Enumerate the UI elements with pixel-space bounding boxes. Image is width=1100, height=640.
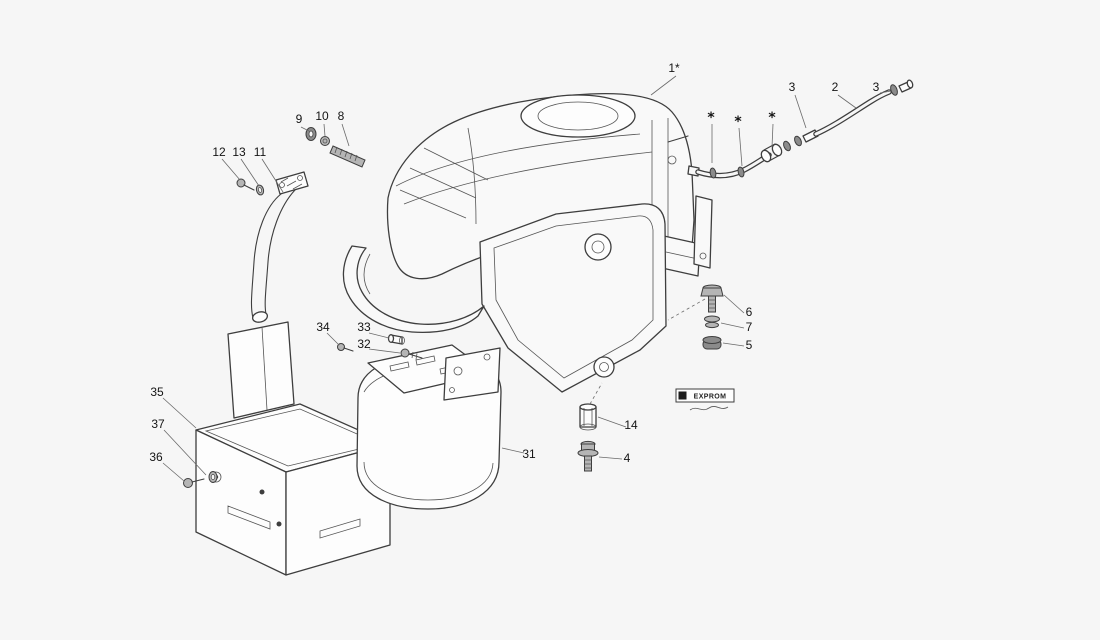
part-label-9: 9: [296, 112, 303, 126]
part-label-36: 36: [149, 450, 163, 464]
nut-5: [702, 336, 722, 350]
bolt-6: [700, 284, 724, 313]
spacer-33: [387, 334, 405, 345]
part-label-13: 13: [232, 145, 246, 159]
hose-end-fitting: [898, 79, 914, 93]
star-marker-3: *: [768, 110, 776, 126]
pipe-end: [251, 311, 269, 323]
washer-37: [208, 471, 218, 483]
part-label-14: 14: [624, 418, 638, 432]
part-label-37: 37: [151, 417, 165, 431]
fuel-filter: [760, 143, 783, 163]
pipe-inner-wall: [264, 189, 296, 315]
oil-fill-cap: [584, 233, 612, 261]
washer-ring-b: [794, 135, 802, 147]
pipe-flange: [275, 171, 309, 195]
housing-seam-lines: [395, 127, 653, 225]
box-front-slot: [227, 505, 271, 530]
part-label-8: 8: [338, 109, 345, 123]
brand-text: EXPROM: [694, 394, 727, 401]
part-label-7: 7: [746, 320, 753, 334]
part-label-10: 10: [315, 109, 329, 123]
hose-clamp-a: [709, 167, 717, 179]
hose-end-clamp: [890, 84, 898, 96]
exhaust-pipe: [250, 171, 309, 323]
part-label-35: 35: [150, 385, 164, 399]
hose-clamp-b: [737, 166, 745, 178]
mount-bracket-right: [693, 195, 713, 269]
washer-ring-a: [783, 140, 791, 152]
signature-squiggle: [689, 406, 729, 411]
part-label-3-left: 3: [789, 80, 796, 94]
leader-lines: [162, 75, 892, 482]
carburetor: [661, 165, 701, 277]
part-label-2: 2: [832, 80, 839, 94]
part-label-4: 4: [624, 451, 631, 465]
brand-stamp: EXPROM: [675, 388, 735, 411]
bolt-32: [400, 348, 423, 360]
bolt-6-alignment-line: [667, 298, 706, 321]
pipe-outer-wall: [250, 193, 282, 319]
part-label-11: 11: [254, 145, 267, 159]
stud-8: [329, 145, 366, 168]
engine: [342, 92, 713, 393]
part-label-12: 12: [212, 145, 226, 159]
part-label-1: 1*: [668, 61, 680, 75]
fuel-hose-assembly: [695, 79, 914, 179]
part-labels: 1* 3 2 3 9 10 8 12 13 11 34 33 32 35 37 …: [149, 61, 879, 465]
part-label-6: 6: [746, 305, 753, 319]
grommet-9: [305, 127, 317, 141]
heat-shield-flap: [227, 321, 295, 419]
cylinder-block: [479, 203, 667, 393]
brand-logo-mark: [678, 391, 687, 400]
lower-shroud-curve: [342, 245, 485, 334]
spacer-14-alignment-line: [589, 382, 603, 405]
part-label-32: 32: [357, 337, 371, 351]
screw-36: [183, 478, 205, 488]
part-label-34: 34: [316, 320, 330, 334]
muffler: [356, 344, 502, 510]
part-label-33: 33: [357, 320, 371, 334]
screw-12: [236, 178, 255, 191]
nut-10: [320, 136, 330, 146]
star-marker-2: *: [734, 114, 742, 130]
screw-34: [337, 343, 354, 352]
part-label-31: 31: [522, 447, 536, 461]
washers-7: [704, 315, 720, 329]
part-label-5: 5: [746, 338, 753, 352]
star-marker-1: *: [707, 110, 715, 126]
bolt-4: [577, 440, 599, 472]
muffler-bracket: [443, 347, 501, 401]
washer-13: [255, 184, 265, 196]
spacer-14: [579, 403, 597, 431]
part-label-3-right: 3: [873, 80, 880, 94]
starter-cover-oval: [520, 94, 636, 138]
box-side-slot: [319, 518, 361, 539]
drain-plug: [593, 356, 615, 378]
